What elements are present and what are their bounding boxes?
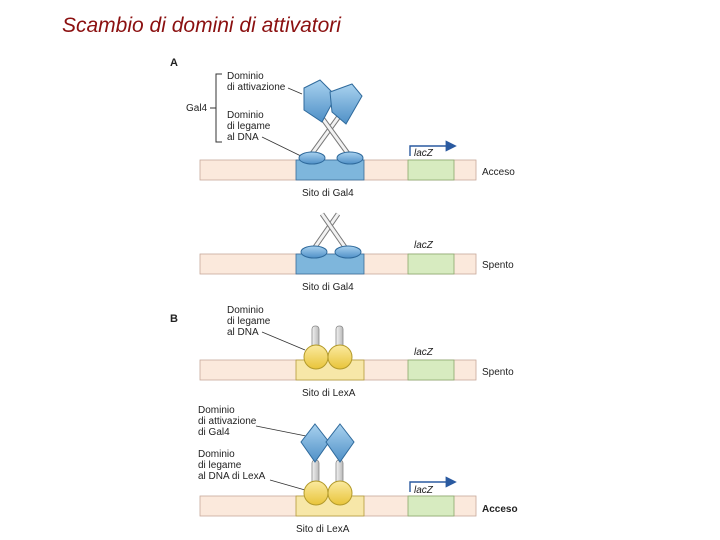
hybrid-activator: [300, 423, 355, 506]
binding-domain-label-line3: al DNA: [227, 327, 259, 338]
lexa-binding-domain-label-line2: di legame: [198, 460, 242, 471]
activation-domain-label-line1: Dominio: [198, 405, 235, 416]
state-label: Acceso: [482, 167, 515, 178]
state-label: Spento: [482, 260, 514, 271]
gal4-binding-site: [295, 253, 365, 275]
activation-domain-shape: [325, 423, 355, 463]
binding-domain-label-line1: Dominio: [227, 305, 264, 316]
gal4-binding-domains-only: [300, 212, 362, 259]
activation-domain-label-line2: di attivazione: [198, 416, 257, 427]
site-label: Sito di LexA: [302, 388, 356, 399]
binding-domain-label-line2: di legame: [227, 316, 271, 327]
lacz-gene: [407, 159, 455, 181]
panel-b-letter: B: [170, 313, 178, 325]
site-label: Sito di Gal4: [302, 282, 354, 293]
gal4-bracket: [215, 73, 222, 143]
site-label: Sito di Gal4: [302, 188, 354, 199]
binding-domain-label-line1: Dominio: [227, 110, 264, 121]
panel-a-letter: A: [170, 57, 178, 69]
lacz-label: lacZ: [414, 485, 434, 496]
lacz-label: lacZ: [414, 347, 434, 358]
lexa-binding-domain-label-line1: Dominio: [198, 449, 235, 460]
lacz-gene: [407, 359, 455, 381]
lacz-label: lacZ: [414, 240, 434, 251]
binding-domain-label-line3: al DNA: [227, 132, 259, 143]
binding-domain-shape: [298, 151, 326, 165]
lacz-gene: [407, 253, 455, 275]
transcription-arrow: [409, 140, 457, 156]
lacz-label: lacZ: [414, 148, 434, 159]
gal4-label: Gal4: [186, 103, 208, 114]
binding-domain-label-line2: di legame: [227, 121, 271, 132]
lacz-gene: [407, 495, 455, 517]
state-label: Spento: [482, 367, 514, 378]
transcription-arrow: [409, 476, 457, 492]
activation-domain-label-line3: di Gal4: [198, 427, 230, 438]
activation-domain-shape: [329, 83, 363, 125]
activation-domain-label-line1: Dominio: [227, 71, 264, 82]
lexa-binding-domain-label-line3: al DNA di LexA: [198, 471, 266, 482]
gal4-dimer: [298, 79, 364, 165]
page-title: Scambio di domini di attivatori: [62, 14, 341, 37]
binding-domain-shape: [336, 151, 364, 165]
state-label: Acceso: [482, 504, 518, 515]
activation-domain-shape: [300, 423, 330, 463]
gal4-binding-site: [295, 159, 365, 181]
lexa-binding-domains: [303, 325, 353, 370]
site-label: Sito di LexA: [296, 524, 350, 535]
activation-domain-label-line2: di attivazione: [227, 82, 286, 93]
activation-domain-shape: [303, 79, 337, 123]
